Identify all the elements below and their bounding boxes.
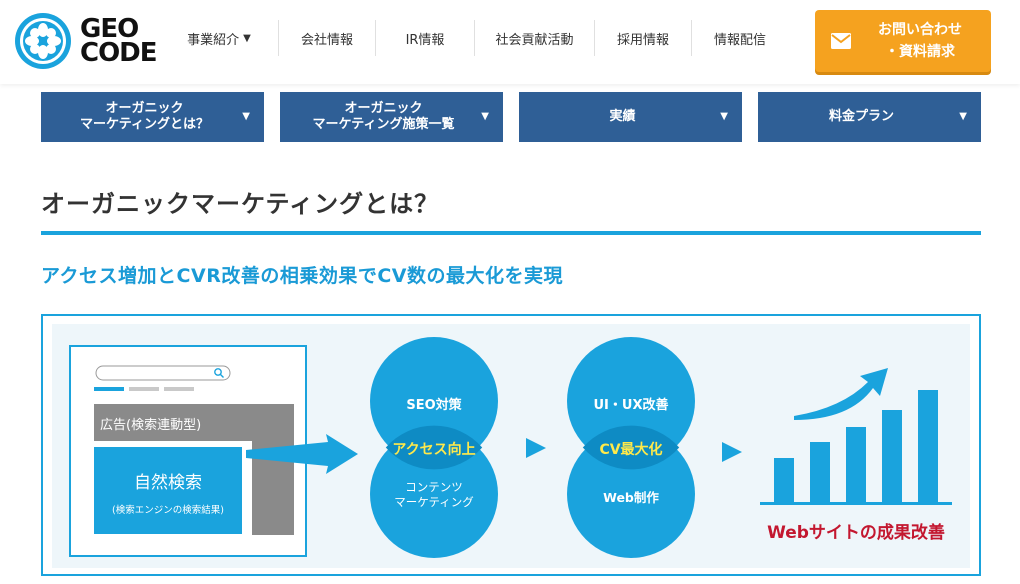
caret-down-icon: ▼ — [242, 111, 250, 122]
content-marketing-line2: マーケティング — [394, 495, 474, 509]
caret-down-icon: ▼ — [243, 32, 251, 44]
nav-item-ir[interactable]: IR情報 — [375, 20, 474, 56]
logo[interactable]: GEO CODE — [14, 12, 158, 70]
tab-results[interactable]: 実績 ▼ — [519, 92, 742, 142]
tab-label-line2: マーケティングとは？ — [80, 117, 209, 132]
logo-line1: GEO — [80, 14, 139, 44]
nav-item-label: IR情報 — [405, 32, 445, 48]
tab-label-line1: オーガニック — [344, 101, 423, 116]
caret-down-icon: ▼ — [720, 111, 728, 122]
arrow-right-icon — [722, 442, 742, 462]
tab-pricing[interactable]: 料金プラン ▼ — [758, 92, 981, 142]
nav-item-csr[interactable]: 社会貢献活動 — [474, 20, 594, 56]
title-divider — [41, 231, 981, 235]
section-tabs: オーガニック マーケティングとは？ ▼ オーガニック マーケティング施策一覧 ▼… — [41, 92, 981, 142]
contact-line1: お問い合わせ — [878, 22, 962, 38]
arrow-to-circles-icon — [246, 434, 358, 474]
venn-cv — [567, 337, 695, 558]
logo-line2: CODE — [80, 38, 158, 68]
web-production-label: Web制作 — [603, 490, 659, 505]
organic-search-label: 自然検索 — [134, 473, 202, 493]
organic-search-sublabel: (検索エンジンの検索結果) — [112, 505, 224, 516]
nav-item-news[interactable]: 情報配信 — [691, 20, 788, 56]
mail-icon — [831, 33, 851, 49]
nav-item-recruit[interactable]: 採用情報 — [594, 20, 691, 56]
tab-label-line2: マーケティング施策一覧 — [312, 117, 455, 132]
nav-item-company[interactable]: 会社情報 — [278, 20, 375, 56]
logo-text: GEO CODE — [80, 14, 158, 68]
cv-max-label: CV最大化 — [599, 442, 663, 458]
tab-measures-list[interactable]: オーガニック マーケティング施策一覧 ▼ — [280, 92, 503, 142]
nav-item-services[interactable]: 事業紹介 ▼ — [160, 20, 278, 56]
ad-label: 広告(検索連動型) — [100, 418, 202, 433]
tab-label: 料金プラン — [828, 109, 894, 124]
tab-label: 実績 — [609, 109, 636, 124]
contact-button[interactable]: お問い合わせ ・資料請求 — [815, 10, 991, 72]
contact-button-label: お問い合わせ ・資料請求 — [865, 19, 975, 63]
access-up-label: アクセス向上 — [392, 442, 476, 458]
content-marketing-label: コンテンツ マーケティング — [370, 480, 498, 510]
content-marketing-line1: コンテンツ — [405, 480, 463, 494]
diagram-background: 広告(検索連動型) 自然検索 (検索エンジンの検索結果) SEO対策 アクセス向… — [52, 324, 970, 568]
ui-ux-label: UI・UX改善 — [593, 398, 669, 413]
nav-item-label: 事業紹介 — [187, 32, 240, 48]
nav-item-label: 社会貢献活動 — [495, 32, 574, 48]
contact-line2: ・資料請求 — [885, 44, 955, 60]
tab-what-is-organic[interactable]: オーガニック マーケティングとは？ ▼ — [41, 92, 264, 142]
caret-down-icon: ▼ — [959, 111, 967, 122]
organic-marketing-diagram: 広告(検索連動型) 自然検索 (検索エンジンの検索結果) SEO対策 アクセス向… — [41, 314, 981, 576]
venn-access — [370, 337, 498, 558]
result-label: Webサイトの成果改善 — [767, 523, 945, 543]
growth-chart-icon — [760, 368, 952, 505]
global-nav: 事業紹介 ▼ 会社情報 IR情報 社会貢献活動 採用情報 情報配信 — [160, 20, 788, 56]
seo-label: SEO対策 — [406, 398, 462, 413]
nav-item-label: 採用情報 — [616, 32, 669, 48]
logo-emblem-icon — [15, 13, 71, 69]
tab-label-line1: オーガニック — [105, 101, 184, 116]
diagram-artwork — [69, 337, 952, 558]
nav-item-label: 会社情報 — [300, 32, 353, 48]
site-header: GEO CODE 事業紹介 ▼ 会社情報 IR情報 社会貢献活動 採用情報 情報… — [0, 0, 1020, 84]
caret-down-icon: ▼ — [481, 111, 489, 122]
arrow-right-icon — [526, 438, 546, 458]
page-title: オーガニックマーケティングとは？ — [41, 190, 440, 218]
section-subtitle: アクセス増加とCVR改善の相乗効果でCV数の最大化を実現 — [41, 265, 563, 287]
nav-item-label: 情報配信 — [713, 32, 766, 48]
